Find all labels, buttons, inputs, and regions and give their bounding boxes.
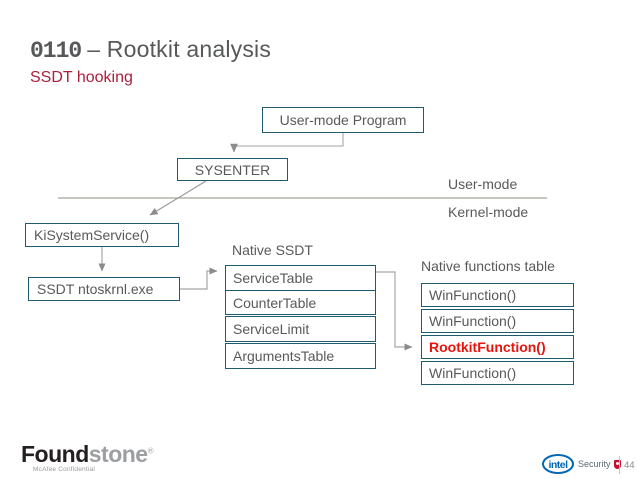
security-logo-text: Security [578,459,611,469]
intel-logo-text: intel [548,459,568,471]
connector-servicetable-to-rootkitfunction [376,271,413,351]
intel-logo-icon: intel [542,454,574,474]
mcafee-shield-icon [613,459,621,469]
page-number: 44 [624,460,635,471]
box-sysenter: SYSENTER [177,158,288,181]
ssdt-table-group: ServiceTable CounterTable [225,265,376,315]
native-functions-table: WinFunction() WinFunction() RootkitFunct… [421,283,574,385]
foundstone-logo: Foundstone® [21,441,154,468]
title-code: 0110 [30,38,82,64]
connector-usermode-program-to-sysenter [230,133,344,153]
native-functions-table-label: Native functions table [421,258,555,274]
ssdt-table-group: ArgumentsTable [225,343,376,369]
table-row-rootkit-function: RootkitFunction() [421,335,574,359]
table-row: CounterTable [226,290,375,314]
native-ssdt-table: ServiceTable CounterTable ServiceLimit A… [225,265,376,369]
intel-security-logo: intel Security [542,453,621,475]
table-row: WinFunction() [421,361,574,385]
page-title: 0110– Rootkit analysis [30,36,271,64]
table-row: WinFunction() [421,309,574,333]
foundstone-logo-light: stone [88,441,148,467]
user-mode-label: User-mode [448,176,518,192]
confidential-notice: McAfee Confidential [33,466,95,473]
registered-mark: ® [147,446,154,456]
kernel-mode-label: Kernel-mode [448,204,529,220]
foundstone-logo-bold: Found [21,441,89,467]
box-ssdt-ntoskrnl: SSDT ntoskrnl.exe [28,277,180,301]
table-row: ServiceLimit [233,321,310,337]
table-row: ArgumentsTable [233,348,335,364]
table-row: WinFunction() [421,283,574,307]
table-row: ServiceTable [233,270,314,286]
native-ssdt-table-label: Native SSDT [232,242,313,258]
connector-ssdt-to-servicetable [180,267,218,290]
title-text: – Rootkit analysis [87,36,272,62]
page-subtitle: SSDT hooking [30,69,133,86]
ssdt-table-group: ServiceLimit [225,316,376,342]
box-user-mode-program: User-mode Program [262,107,424,133]
box-kisystemservice: KiSystemService() [25,223,179,247]
connector-sysenter-to-kisystemservice [149,180,207,216]
footer-divider [619,456,620,474]
